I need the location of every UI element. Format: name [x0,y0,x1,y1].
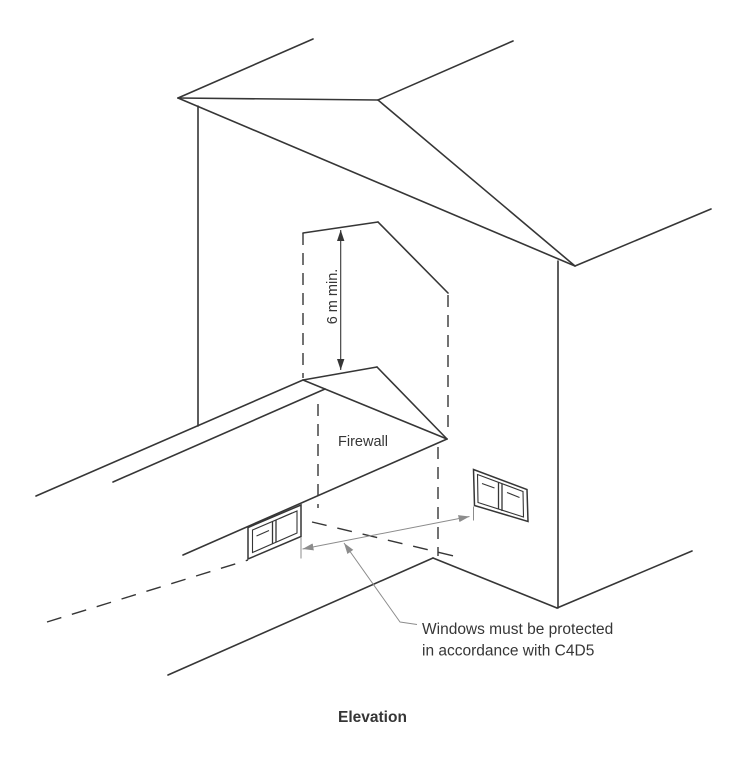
left-window-glazing-tick-1 [256,529,270,537]
wing-wall-base [167,557,434,676]
firewall-projection-top [302,221,379,234]
left-window [247,503,302,561]
main-roof-edge-back-right [377,40,514,101]
window-note-line1: Windows must be protected [422,621,613,638]
ground-dashed-line-right [311,521,455,557]
lower-wing [35,366,448,676]
annotation-leader-line [343,542,418,625]
right-window-inner-frame [476,473,525,518]
firewall-gable-top-right [376,366,448,440]
firewall-gable-base [302,379,448,440]
main-building [177,38,712,609]
right-window-glazing-tick-2 [506,491,520,499]
height-dimension-label: 6 m min. [325,269,341,325]
firewall-projection [46,221,455,623]
firewall-projection-slope [377,221,449,294]
wing-roof-back-eave [112,388,326,483]
main-roof-ridge [177,97,379,101]
main-roof-edge-back-left [177,38,314,99]
right-window [472,468,529,523]
drawing-caption: Elevation [338,709,407,726]
main-front-wall-base [432,557,558,609]
height-dimension: 6 m min. [325,230,345,370]
main-right-wall-base [556,550,693,609]
firewall-label: Firewall [338,434,388,450]
left-window-glazing-tick-2 [279,512,293,520]
window-note-line2: in accordance with C4D5 [422,643,594,660]
window-distance-arrow [302,515,470,551]
window-separation-dimension [300,506,474,625]
right-window-outer-frame [472,468,529,523]
firewall-gable-top-left [302,366,378,381]
main-roof-hip-line [377,99,576,267]
main-roof-front-eave [177,97,576,267]
wing-roof-ridge [35,379,304,497]
ground-dashed-line-left [46,559,249,623]
main-roof-right-eave [574,208,712,267]
wing-front-eave [182,438,448,556]
right-window-glazing-tick-1 [481,482,495,489]
left-window-outer-frame [247,503,302,561]
